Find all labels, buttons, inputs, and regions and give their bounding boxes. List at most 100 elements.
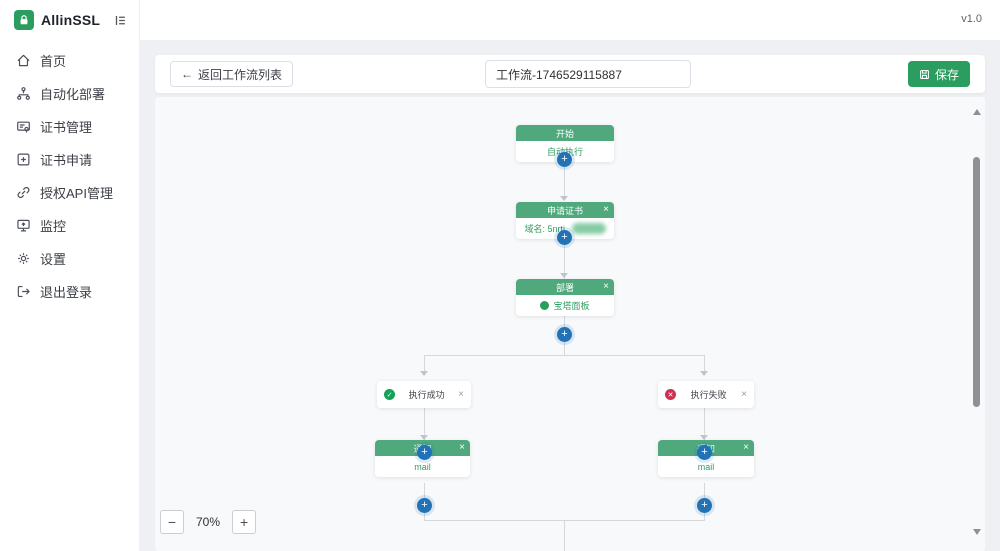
scroll-down-arrow[interactable] [973, 529, 981, 535]
connector-line [564, 520, 565, 551]
connector-line [564, 160, 565, 200]
arrowhead [420, 371, 428, 376]
back-to-workflow-list-button[interactable]: ← 返回工作流列表 [170, 61, 294, 87]
add-node-button[interactable]: + [557, 230, 572, 245]
add-node-button[interactable]: + [417, 445, 432, 460]
redacted-domain [571, 223, 606, 234]
save-button[interactable]: 保存 [907, 61, 970, 87]
sidebar-item-home[interactable]: 首页 [0, 44, 139, 77]
sidebar-item-label: 证书申请 [40, 153, 93, 168]
sidebar-item-label: 退出登录 [40, 285, 93, 300]
vertical-scrollbar[interactable] [972, 107, 982, 537]
branch-label: 执行成功 [408, 390, 445, 400]
sidebar-item-api-auth[interactable]: 授权API管理 [0, 176, 139, 209]
sidebar-item-settings[interactable]: 设置 [0, 242, 139, 275]
add-node-button[interactable]: + [557, 327, 572, 342]
branch-fail[interactable]: ✕ 执行失败 × [658, 381, 754, 408]
sidebar-item-label: 首页 [40, 54, 67, 69]
close-icon[interactable]: × [603, 281, 609, 292]
arrowhead [420, 435, 428, 440]
close-icon[interactable]: × [743, 442, 749, 453]
sidebar-item-cert-manage[interactable]: 证书管理 [0, 110, 139, 143]
add-node-button[interactable]: + [557, 152, 572, 167]
node-body-text: 宝塔面板 [553, 301, 590, 311]
sidebar: AllinSSL 首页 自动化部署 [0, 0, 140, 551]
arrowhead [560, 273, 568, 278]
workflow-name-input[interactable] [485, 60, 691, 88]
fail-cross-icon: ✕ [665, 389, 676, 400]
home-icon [16, 53, 31, 68]
api-link-icon [16, 185, 31, 200]
sidebar-item-label: 证书管理 [40, 120, 93, 135]
scroll-up-arrow[interactable] [973, 109, 981, 115]
add-node-button[interactable]: + [417, 498, 432, 513]
app-logo-lock-icon [14, 10, 34, 30]
certificate-manage-icon [16, 119, 31, 134]
save-button-label: 保存 [934, 67, 959, 82]
zoom-level: 70% [196, 515, 221, 529]
workflow-canvas[interactable]: 开始 自动执行 + 申请证书 × 域名: 5nrtj. + 部署 × [155, 97, 985, 551]
arrowhead [700, 435, 708, 440]
monitor-icon [16, 218, 31, 233]
sidebar-item-logout[interactable]: 退出登录 [0, 275, 139, 308]
connector-line [704, 355, 705, 375]
node-title: 开始 [555, 128, 574, 139]
plus-icon: + [561, 231, 568, 243]
sidebar-item-automation[interactable]: 自动化部署 [0, 77, 139, 110]
connector-line [564, 238, 565, 280]
plus-icon: + [421, 446, 428, 458]
connector-line [424, 355, 425, 375]
node-deploy[interactable]: 部署 × 宝塔面板 [516, 279, 614, 316]
sidebar-header: AllinSSL [0, 0, 139, 40]
close-icon[interactable]: × [741, 389, 747, 400]
version-label: v1.0 [961, 13, 982, 25]
plus-icon: + [239, 514, 249, 530]
sidebar-menu: 首页 自动化部署 证书管理 证书申请 [0, 40, 139, 308]
success-check-icon: ✓ [384, 389, 395, 400]
close-icon[interactable]: × [603, 204, 609, 215]
domain-label: 域名: 5nrtj. [524, 224, 568, 234]
node-apply-cert-header: 申请证书 × [516, 202, 614, 218]
node-start-header: 开始 [516, 125, 614, 141]
branch-label: 执行失败 [690, 390, 727, 400]
workflow-toolbar: ← 返回工作流列表 保存 [155, 55, 985, 93]
scrollbar-thumb[interactable] [973, 157, 980, 407]
node-deploy-body: 宝塔面板 [516, 295, 614, 316]
gear-icon [16, 251, 31, 266]
node-notify-body: mail [375, 456, 470, 477]
logout-icon [16, 284, 31, 299]
minus-icon: − [167, 514, 177, 530]
add-node-button[interactable]: + [697, 498, 712, 513]
arrowhead [700, 371, 708, 376]
close-icon[interactable]: × [459, 442, 465, 453]
sidebar-item-label: 授权API管理 [40, 186, 113, 201]
plus-icon: + [701, 499, 708, 511]
sidebar-item-label: 设置 [40, 252, 67, 267]
close-icon[interactable]: × [458, 389, 464, 400]
back-arrow-icon: ← [181, 67, 193, 81]
node-apply-cert-body: 域名: 5nrtj. [516, 218, 614, 239]
node-body-text: mail [414, 461, 431, 472]
branch-success[interactable]: ✓ 执行成功 × [377, 381, 471, 408]
node-apply-cert[interactable]: 申请证书 × 域名: 5nrtj. [516, 202, 614, 239]
arrowhead [560, 196, 568, 201]
sidebar-item-label: 监控 [40, 219, 67, 234]
zoom-out-button[interactable]: − [160, 510, 184, 534]
back-button-label: 返回工作流列表 [198, 67, 283, 82]
zoom-in-button[interactable]: + [232, 510, 257, 534]
plus-icon: + [701, 446, 708, 458]
connector-line [704, 408, 705, 440]
sidebar-item-label: 自动化部署 [40, 87, 106, 102]
node-deploy-header: 部署 × [516, 279, 614, 295]
node-title: 申请证书 [546, 205, 583, 216]
zoom-control: − 70% + [160, 510, 257, 534]
save-icon [920, 69, 929, 79]
sidebar-collapse-icon[interactable] [112, 13, 127, 28]
sidebar-item-cert-apply[interactable]: 证书申请 [0, 143, 139, 176]
certificate-apply-icon [16, 152, 31, 167]
add-node-button[interactable]: + [697, 445, 712, 460]
sidebar-item-monitor[interactable]: 监控 [0, 209, 139, 242]
node-notify-body: mail [658, 456, 754, 477]
top-header: v1.0 [140, 0, 1000, 40]
